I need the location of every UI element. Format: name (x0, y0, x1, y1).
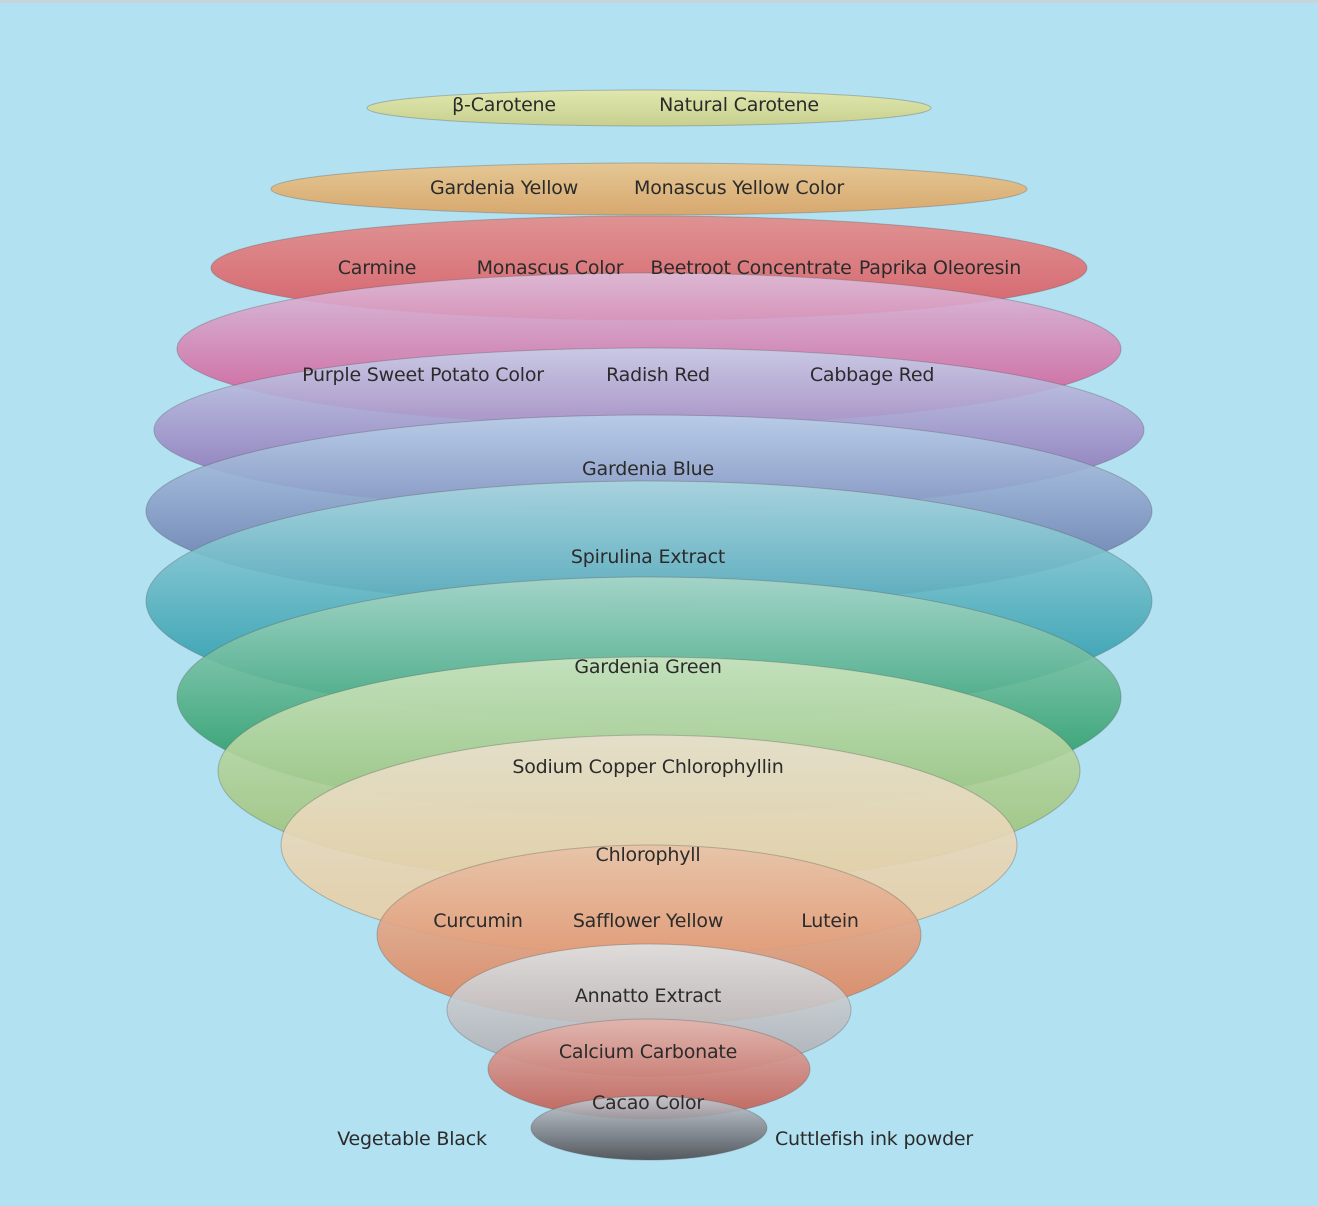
label-safflower-yellow: Safflower Yellow (572, 910, 724, 932)
label-spirulina-extract: Spirulina Extract (570, 546, 726, 568)
label-cuttlefish-ink-powder: Cuttlefish ink powder (774, 1128, 974, 1150)
beta-carotene-layer (366, 89, 932, 127)
label-gardenia-blue: Gardenia Blue (581, 458, 715, 480)
label-gardenia-green: Gardenia Green (574, 656, 722, 678)
label-cabbage-red: Cabbage Red (809, 364, 935, 386)
label-gardenia-yellow: Gardenia Yellow (429, 177, 579, 199)
label-sodium-copper-chlorophyllin: Sodium Copper Chlorophyllin (512, 756, 784, 778)
label-annatto-extract: Annatto Extract (574, 985, 722, 1007)
vegetable-black-layer (530, 1095, 768, 1161)
label-curcumin: Curcumin (433, 910, 523, 932)
label-carmine: Carmine (337, 257, 417, 279)
label-cacao-color: Cacao Color (591, 1092, 705, 1114)
label-beta-carotene: β-Carotene (452, 94, 556, 116)
gardenia-yellow-layer (270, 162, 1028, 216)
label-natural-carotene: Natural Carotene (659, 94, 819, 116)
label-calcium-carbonate: Calcium Carbonate (558, 1041, 738, 1063)
label-chlorophyll: Chlorophyll (595, 844, 701, 866)
label-monascus-yellow-color: Monascus Yellow Color (634, 177, 844, 199)
layers-canvas (145, 89, 1153, 1161)
label-lutein: Lutein (801, 910, 859, 932)
label-vegetable-black: Vegetable Black (337, 1128, 487, 1150)
label-monascus-color: Monascus Color (476, 257, 624, 279)
label-beetroot-concentrate: Beetroot Concentrate (650, 257, 852, 279)
label-purple-sweet-potato-color: Purple Sweet Potato Color (302, 364, 544, 386)
label-paprika-oleoresin: Paprika Oleoresin (858, 257, 1022, 279)
label-radish-red: Radish Red (606, 364, 710, 386)
